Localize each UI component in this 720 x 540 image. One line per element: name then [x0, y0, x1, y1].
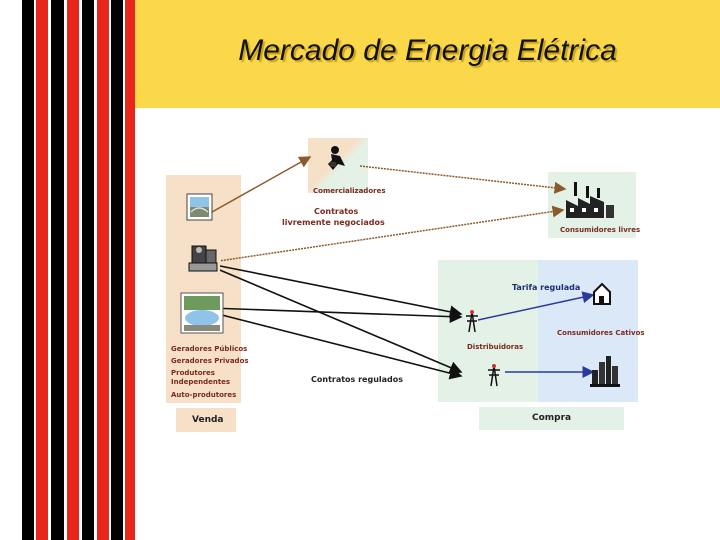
- label-consumidores-cativos: Consumidores Cativos: [557, 329, 645, 337]
- arrow-distribuidora-to-consumidores-cativos-1: [477, 291, 595, 321]
- arrow-geradores-to-distribuidora-1b: [209, 307, 463, 323]
- label-tarifa-regulada: Tarifa regulada: [512, 283, 581, 292]
- slide-title: Mercado de Energia Elétrica: [238, 34, 617, 67]
- label-compra: Compra: [532, 413, 572, 423]
- label-consumidores-livres: Consumidores livres: [560, 226, 641, 234]
- house-icon: [593, 282, 611, 305]
- city-icon: [590, 356, 620, 387]
- venda-panel: [176, 408, 236, 432]
- arrow-geradores-to-distribuidora-2b: [209, 311, 463, 380]
- dam-icon: [186, 193, 213, 221]
- compra-panel: [479, 407, 624, 430]
- arrow-comercializadores-to-consumidores-livres: [359, 165, 567, 194]
- label-produtores: Produtores: [171, 369, 215, 377]
- label-geradores-publicos: Geradores Públicos: [171, 345, 248, 353]
- decorative-stripes: [0, 0, 135, 540]
- captive-consumers-panel: [538, 260, 638, 402]
- reservoir-icon: [180, 292, 224, 334]
- turbine-icon: [188, 240, 220, 274]
- label-venda: Venda: [192, 415, 224, 425]
- label-contratos: Contratos: [314, 207, 359, 216]
- label-contratos-regulados: Contratos regulados: [311, 375, 404, 384]
- arrow-geradores-to-distribuidora-1a: [214, 264, 463, 319]
- title-bar: Mercado de Energia Elétrica: [135, 0, 720, 108]
- trader-icon: [328, 146, 345, 170]
- label-livremente-negociados: livremente negociados: [282, 218, 385, 227]
- comercializadores-panel: [308, 138, 368, 193]
- label-geradores-privados: Geradores Privados: [171, 357, 249, 365]
- factory-icon: [566, 182, 614, 218]
- transmission-tower-icon: [466, 310, 478, 333]
- arrow-geradores-to-comercializadores: [211, 156, 312, 213]
- label-comercializadores: Comercializadores: [313, 187, 386, 195]
- label-auto-produtores: Auto-produtores: [171, 391, 237, 399]
- transmission-tower-icon: [488, 364, 500, 387]
- arrow-geradores-to-distribuidora-2a: [214, 267, 463, 374]
- label-independentes: Independentes: [171, 378, 231, 386]
- label-distribuidoras: Distribuidoras: [467, 343, 524, 351]
- arrow-geradores-to-consumidores-livres: [211, 205, 565, 263]
